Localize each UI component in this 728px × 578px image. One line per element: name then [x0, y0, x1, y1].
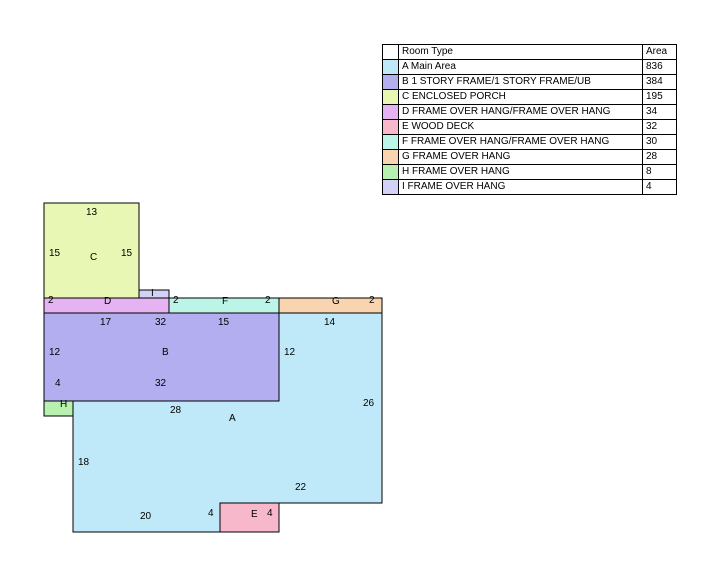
legend-room-area: 32	[642, 119, 677, 135]
dim-label: 15	[218, 317, 230, 328]
legend-swatch	[382, 74, 399, 90]
legend-room-area: 4	[642, 179, 677, 195]
room-label-f: F	[222, 296, 228, 307]
legend-header-row: Room Type Area	[382, 44, 677, 60]
legend-room-name: E WOOD DECK	[398, 119, 643, 135]
legend-room-name: D FRAME OVER HANG/FRAME OVER HANG	[398, 104, 643, 120]
dim-label: 22	[295, 482, 307, 493]
legend-row-a: A Main Area 836	[382, 59, 677, 75]
dim-label: 20	[140, 511, 152, 522]
legend-row-d: D FRAME OVER HANG/FRAME OVER HANG 34	[382, 104, 677, 120]
dim-label: 26	[363, 398, 375, 409]
room-i-shape	[138, 289, 170, 299]
dim-label: 2	[173, 295, 179, 306]
legend-swatch	[382, 134, 399, 150]
legend-room-area: 34	[642, 104, 677, 120]
room-label-b: B	[162, 347, 169, 358]
legend-room-area: 836	[642, 59, 677, 75]
room-label-h: H	[60, 399, 67, 410]
legend-room-name: C ENCLOSED PORCH	[398, 89, 643, 105]
legend-header-name: Room Type	[398, 44, 643, 60]
dim-label: 12	[49, 347, 61, 358]
room-c-shape	[43, 202, 140, 299]
legend-room-name: F FRAME OVER HANG/FRAME OVER HANG	[398, 134, 643, 150]
dim-label: 4	[267, 508, 273, 519]
legend-room-area: 8	[642, 164, 677, 180]
legend-swatch	[382, 149, 399, 165]
legend-row-i: I FRAME OVER HANG 4	[382, 179, 677, 195]
room-e-shape	[219, 502, 280, 533]
room-b-shape	[43, 312, 280, 402]
legend-row-b: B 1 STORY FRAME/1 STORY FRAME/UB 384	[382, 74, 677, 90]
legend-room-name: A Main Area	[398, 59, 643, 75]
legend-swatch	[382, 104, 399, 120]
legend-swatch	[382, 119, 399, 135]
dim-label: 2	[265, 295, 271, 306]
dim-label: 18	[78, 457, 90, 468]
room-label-e: E	[251, 509, 258, 520]
dim-label: 2	[48, 295, 54, 306]
dim-label: 2	[369, 295, 375, 306]
room-label-d: D	[104, 296, 111, 307]
legend-swatch	[382, 179, 399, 195]
dim-label: 17	[100, 317, 112, 328]
legend-swatch	[382, 89, 399, 105]
room-label-i: I	[151, 288, 154, 299]
room-g-shape	[278, 297, 383, 314]
legend-room-area: 195	[642, 89, 677, 105]
legend-header-swatch	[382, 44, 399, 60]
dim-label: 13	[86, 207, 98, 218]
legend-row-c: C ENCLOSED PORCH 195	[382, 89, 677, 105]
legend-room-name: I FRAME OVER HANG	[398, 179, 643, 195]
legend-room-name: G FRAME OVER HANG	[398, 149, 643, 165]
dim-label: 4	[208, 508, 214, 519]
legend-room-name: H FRAME OVER HANG	[398, 164, 643, 180]
legend-swatch	[382, 164, 399, 180]
room-label-g: G	[332, 296, 340, 307]
dim-label: 4	[55, 378, 61, 389]
room-label-a: A	[229, 413, 236, 424]
room-h-shape	[43, 400, 74, 417]
legend-row-e: E WOOD DECK 32	[382, 119, 677, 135]
legend-row-g: G FRAME OVER HANG 28	[382, 149, 677, 165]
legend-row-f: F FRAME OVER HANG/FRAME OVER HANG 30	[382, 134, 677, 150]
dim-label: 15	[49, 248, 61, 259]
legend-room-area: 28	[642, 149, 677, 165]
dim-label: 12	[284, 347, 296, 358]
legend-header-area: Area	[642, 44, 677, 60]
legend-room-area: 30	[642, 134, 677, 150]
legend-room-area: 384	[642, 74, 677, 90]
dim-label: 32	[155, 378, 167, 389]
legend-row-h: H FRAME OVER HANG 8	[382, 164, 677, 180]
legend-swatch	[382, 59, 399, 75]
dim-label: 32	[155, 317, 167, 328]
legend-room-name: B 1 STORY FRAME/1 STORY FRAME/UB	[398, 74, 643, 90]
room-label-c: C	[90, 252, 97, 263]
dim-label: 15	[121, 248, 133, 259]
room-legend-table: Room Type Area A Main Area 836 B 1 STORY…	[382, 44, 677, 195]
dim-label: 28	[170, 405, 182, 416]
dim-label: 14	[324, 317, 336, 328]
